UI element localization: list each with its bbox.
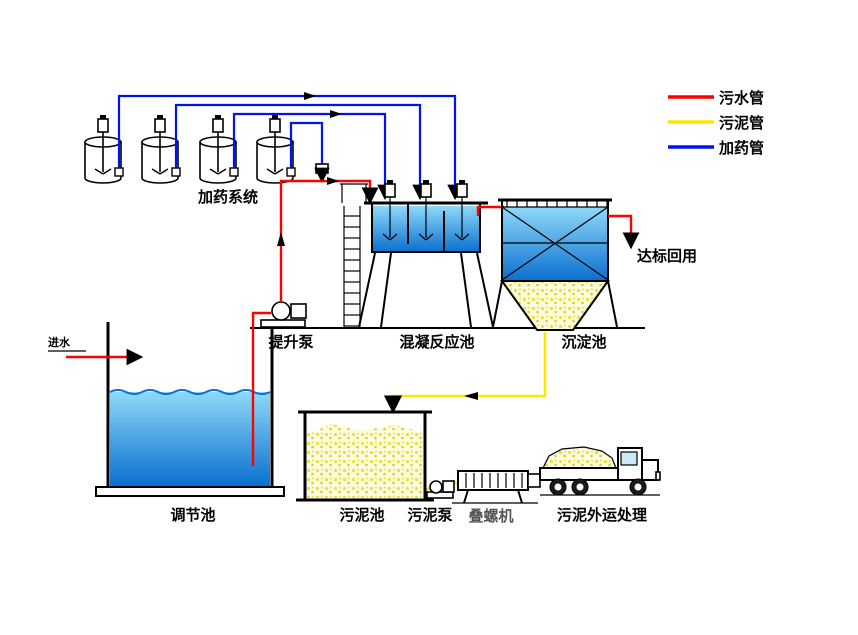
reaction-tank-label: 混凝反应池 bbox=[399, 333, 474, 351]
dosing-tank-2 bbox=[141, 114, 181, 184]
mixer-3 bbox=[454, 180, 470, 241]
reuse-outlet: 达标回用 bbox=[608, 214, 697, 265]
dosing-pipe-1 bbox=[117, 94, 463, 201]
sludge-disposal-label: 污泥外运处理 bbox=[557, 506, 647, 524]
weir-teeth bbox=[506, 201, 608, 207]
pump-motor bbox=[290, 303, 307, 319]
ladder bbox=[343, 206, 361, 327]
dosing-tank-4 bbox=[256, 114, 296, 184]
pump-base bbox=[260, 319, 306, 328]
suction-pipe bbox=[251, 311, 271, 466]
dosing-tank-3 bbox=[199, 114, 239, 184]
discharge-pipe bbox=[279, 179, 379, 301]
dosing-pipes bbox=[117, 92, 463, 201]
sludge-pump-label: 污泥泵 bbox=[407, 506, 452, 524]
wheel-hub bbox=[634, 483, 642, 491]
transfer-pipe bbox=[476, 205, 505, 216]
regulation-tank-water bbox=[110, 392, 270, 486]
wheel-hub bbox=[554, 483, 562, 491]
sludge-tank: 污泥池 bbox=[296, 410, 434, 524]
tank-leg bbox=[607, 280, 618, 328]
tank-supports bbox=[358, 252, 494, 328]
reuse-label: 达标回用 bbox=[637, 247, 697, 265]
lift-pump-group: 提升泵 bbox=[251, 177, 379, 466]
wheel-hub bbox=[576, 483, 584, 491]
inlet-label: 进水 bbox=[48, 335, 71, 349]
truck: 污泥外运处理 bbox=[539, 446, 661, 524]
legend-sludge-label: 污泥管 bbox=[719, 114, 764, 132]
truck-bed bbox=[539, 467, 619, 481]
regulation-tank: 调节池 bbox=[95, 322, 285, 524]
railing bbox=[340, 183, 368, 203]
flow-arrow bbox=[330, 110, 342, 118]
lift-pump-label: 提升泵 bbox=[268, 334, 313, 351]
dosing-pipe-3 bbox=[232, 112, 393, 201]
truck-bumper bbox=[655, 471, 661, 481]
regulation-tank-label: 调节池 bbox=[170, 506, 215, 524]
dosing-pipe-2 bbox=[174, 103, 428, 201]
pump-motor bbox=[442, 480, 455, 493]
legend: 污水管 污泥管 加药管 bbox=[668, 89, 764, 157]
flow-arrow bbox=[277, 232, 285, 246]
dosing-system-label: 加药系统 bbox=[197, 188, 258, 206]
screw-body bbox=[457, 470, 529, 491]
sedimentation-tank: 沉淀池 bbox=[492, 198, 618, 351]
sludge-pump-group: 污泥泵 bbox=[407, 480, 455, 524]
sludge-tank-label: 污泥池 bbox=[339, 506, 384, 524]
tank-base bbox=[95, 486, 285, 497]
flow-arrow bbox=[464, 392, 478, 400]
legend-sewage-label: 污水管 bbox=[719, 89, 764, 107]
reaction-tank: 混凝反应池 bbox=[340, 180, 494, 351]
truck-window bbox=[620, 451, 638, 466]
truck-sludge-load bbox=[542, 446, 617, 469]
sludge-cone bbox=[500, 280, 610, 331]
screw-motor bbox=[527, 473, 541, 488]
inline-dosing-pump-icon bbox=[315, 163, 329, 174]
dosing-tank-group: 加药系统 bbox=[84, 114, 296, 206]
tank-leg bbox=[492, 280, 503, 328]
lift-pump-icon bbox=[271, 301, 291, 321]
dosing-pipe-4 bbox=[289, 121, 324, 168]
screw-machine-label: 叠螺机 bbox=[468, 507, 513, 525]
legend-dosing-label: 加药管 bbox=[718, 139, 764, 157]
sludge-fill bbox=[307, 424, 423, 498]
sedimentation-tank-label: 沉淀池 bbox=[561, 333, 606, 351]
pump-base bbox=[426, 491, 454, 499]
reuse-pipe bbox=[608, 214, 640, 250]
machine-leg bbox=[517, 489, 523, 504]
screw-flights bbox=[465, 473, 523, 488]
mixer-1 bbox=[382, 180, 398, 241]
dosing-tank-1 bbox=[84, 114, 124, 184]
inlet: 进水 bbox=[48, 335, 144, 366]
flow-arrow bbox=[327, 177, 339, 185]
sludge-pump-icon bbox=[429, 480, 443, 494]
mixer-2 bbox=[418, 180, 434, 241]
screw-machine: 叠螺机 bbox=[452, 470, 541, 525]
water-surface bbox=[109, 389, 271, 395]
flow-arrow bbox=[304, 92, 316, 100]
machine-leg bbox=[463, 489, 469, 504]
